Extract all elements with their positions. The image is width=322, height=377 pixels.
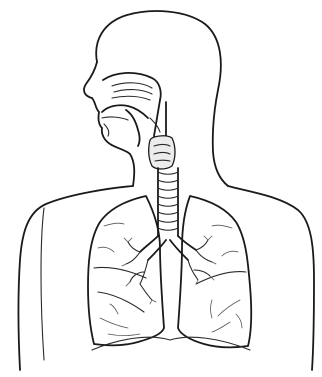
- torso-outline: [19, 186, 315, 370]
- right-lung: [178, 196, 251, 347]
- nasal-cavity: [103, 73, 161, 100]
- oral-cavity: [102, 105, 148, 146]
- right-bronchus: [170, 236, 216, 284]
- left-lung: [88, 196, 164, 345]
- trachea: [158, 168, 178, 236]
- larynx: [149, 136, 175, 169]
- pharynx: [150, 100, 166, 140]
